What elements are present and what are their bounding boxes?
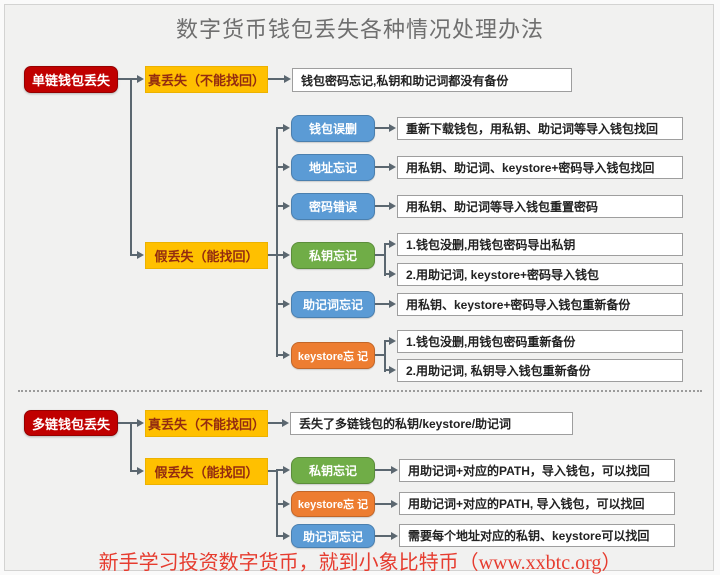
- arrow-icon: [389, 270, 396, 278]
- connector-line: [276, 503, 284, 505]
- connector-line: [276, 254, 284, 256]
- arrow-icon: [283, 532, 290, 540]
- connector-line: [276, 127, 284, 129]
- true-loss-node: 真丢失（不能找回）: [145, 410, 268, 437]
- branch-node-private-key-forgotten: 私钥忘记: [291, 457, 375, 484]
- connector-line: [276, 303, 284, 305]
- connector-line: [375, 254, 386, 256]
- connector-line: [276, 166, 284, 168]
- true-loss-node: 真丢失（不能找回）: [145, 66, 268, 93]
- connector-line: [130, 254, 138, 256]
- arrow-icon: [389, 163, 396, 171]
- connector-line: [375, 166, 390, 168]
- connector-line: [384, 369, 390, 371]
- branch-node-mnemonic-forgotten: 助记词忘记: [291, 524, 375, 548]
- connector-line: [276, 535, 284, 537]
- result-box: 2.用助记词, 私钥导入钱包重新备份: [397, 359, 683, 382]
- arrow-icon: [391, 500, 398, 508]
- arrow-icon: [389, 240, 396, 248]
- connector-line: [375, 303, 390, 305]
- connector-line: [375, 354, 386, 356]
- arrow-icon: [389, 366, 396, 374]
- result-box: 丢失了多链钱包的私钥/keystore/助记词: [290, 412, 573, 435]
- connector-line: [375, 205, 390, 207]
- single-chain-loss-node: 单链钱包丢失: [24, 66, 118, 93]
- page-title: 数字货币钱包丢失各种情况处理办法: [175, 17, 544, 42]
- connector-line: [118, 78, 138, 80]
- result-box: 需要每个地址对应的私钥、keystore可以找回: [399, 524, 675, 547]
- fake-loss-node: 假丢失（能找回）: [145, 458, 268, 485]
- connector-line: [130, 422, 132, 472]
- arrow-icon: [137, 251, 144, 259]
- result-box: 1.钱包没删,用钱包密码导出私钥: [397, 233, 683, 256]
- footer-promo: 新手学习投资数字货币，就到小象比特币（www.xxbtc.org）: [98, 552, 622, 574]
- arrow-icon: [137, 467, 144, 475]
- connector-line: [268, 78, 286, 80]
- arrow-icon: [137, 75, 144, 83]
- connector-line: [268, 422, 283, 424]
- arrow-icon: [391, 466, 398, 474]
- connector-line: [276, 205, 284, 207]
- arrow-icon: [389, 124, 396, 132]
- connector-line: [375, 127, 390, 129]
- connector-line: [375, 469, 391, 471]
- connector-line: [384, 243, 386, 276]
- branch-node-keystore-forgotten: keystore忘 记: [291, 342, 375, 369]
- arrow-icon: [283, 124, 290, 132]
- connector-line: [384, 340, 390, 342]
- result-box: 1.钱包没删,用钱包密码重新备份: [397, 330, 683, 353]
- result-box: 钱包密码忘记,私钥和助记词都没有备份: [292, 68, 572, 92]
- result-box: 用私钥、助记词、keystore+密码导入钱包找回: [397, 156, 683, 179]
- connector-line: [118, 422, 138, 424]
- connector-line: [130, 470, 138, 472]
- arrow-icon: [389, 300, 396, 308]
- section-divider: [18, 390, 702, 392]
- connector-line: [384, 340, 386, 372]
- arrow-icon: [283, 300, 290, 308]
- branch-node-keystore-forgotten: keystore忘 记: [291, 491, 375, 517]
- connector-line: [375, 503, 391, 505]
- fake-loss-node: 假丢失（能找回）: [145, 242, 268, 269]
- arrow-icon: [391, 532, 398, 540]
- arrow-icon: [282, 419, 289, 427]
- result-box: 2.用助记词, keystore+密码导入钱包: [397, 263, 683, 286]
- arrow-icon: [283, 466, 290, 474]
- result-box: 用助记词+对应的PATH, 导入钱包，可以找回: [399, 492, 675, 515]
- arrow-icon: [283, 500, 290, 508]
- arrow-icon: [137, 419, 144, 427]
- result-box: 用私钥、keystore+密码导入钱包重新备份: [397, 293, 683, 316]
- arrow-icon: [283, 202, 290, 210]
- arrow-icon: [284, 75, 291, 83]
- connector-line: [384, 273, 390, 275]
- connector-line: [130, 78, 132, 256]
- result-box: 用助记词+对应的PATH，导入钱包，可以找回: [399, 459, 675, 482]
- arrow-icon: [283, 351, 290, 359]
- arrow-icon: [283, 163, 290, 171]
- connector-line: [268, 470, 278, 472]
- connector-line: [268, 254, 278, 256]
- branch-node-mnemonic-forgotten: 助记词忘记: [291, 291, 375, 318]
- result-box: 重新下载钱包，用私钥、助记词等导入钱包找回: [397, 117, 683, 140]
- connector-line: [276, 354, 284, 356]
- multi-chain-loss-node: 多链钱包丢失: [24, 410, 118, 436]
- branch-node-address-forgotten: 地址忘记: [291, 154, 375, 181]
- connector-line: [276, 469, 284, 471]
- branch-node-password-wrong: 密码错误: [291, 193, 375, 220]
- arrow-icon: [389, 337, 396, 345]
- result-box: 用私钥、助记词等导入钱包重置密码: [397, 195, 683, 218]
- connector-line: [276, 127, 278, 357]
- connector-line: [375, 535, 391, 537]
- connector-line: [384, 243, 390, 245]
- branch-node-private-key-forgotten: 私钥忘记: [291, 242, 375, 269]
- arrow-icon: [283, 251, 290, 259]
- branch-node-wallet-deleted: 钱包误删: [291, 115, 375, 142]
- arrow-icon: [389, 202, 396, 210]
